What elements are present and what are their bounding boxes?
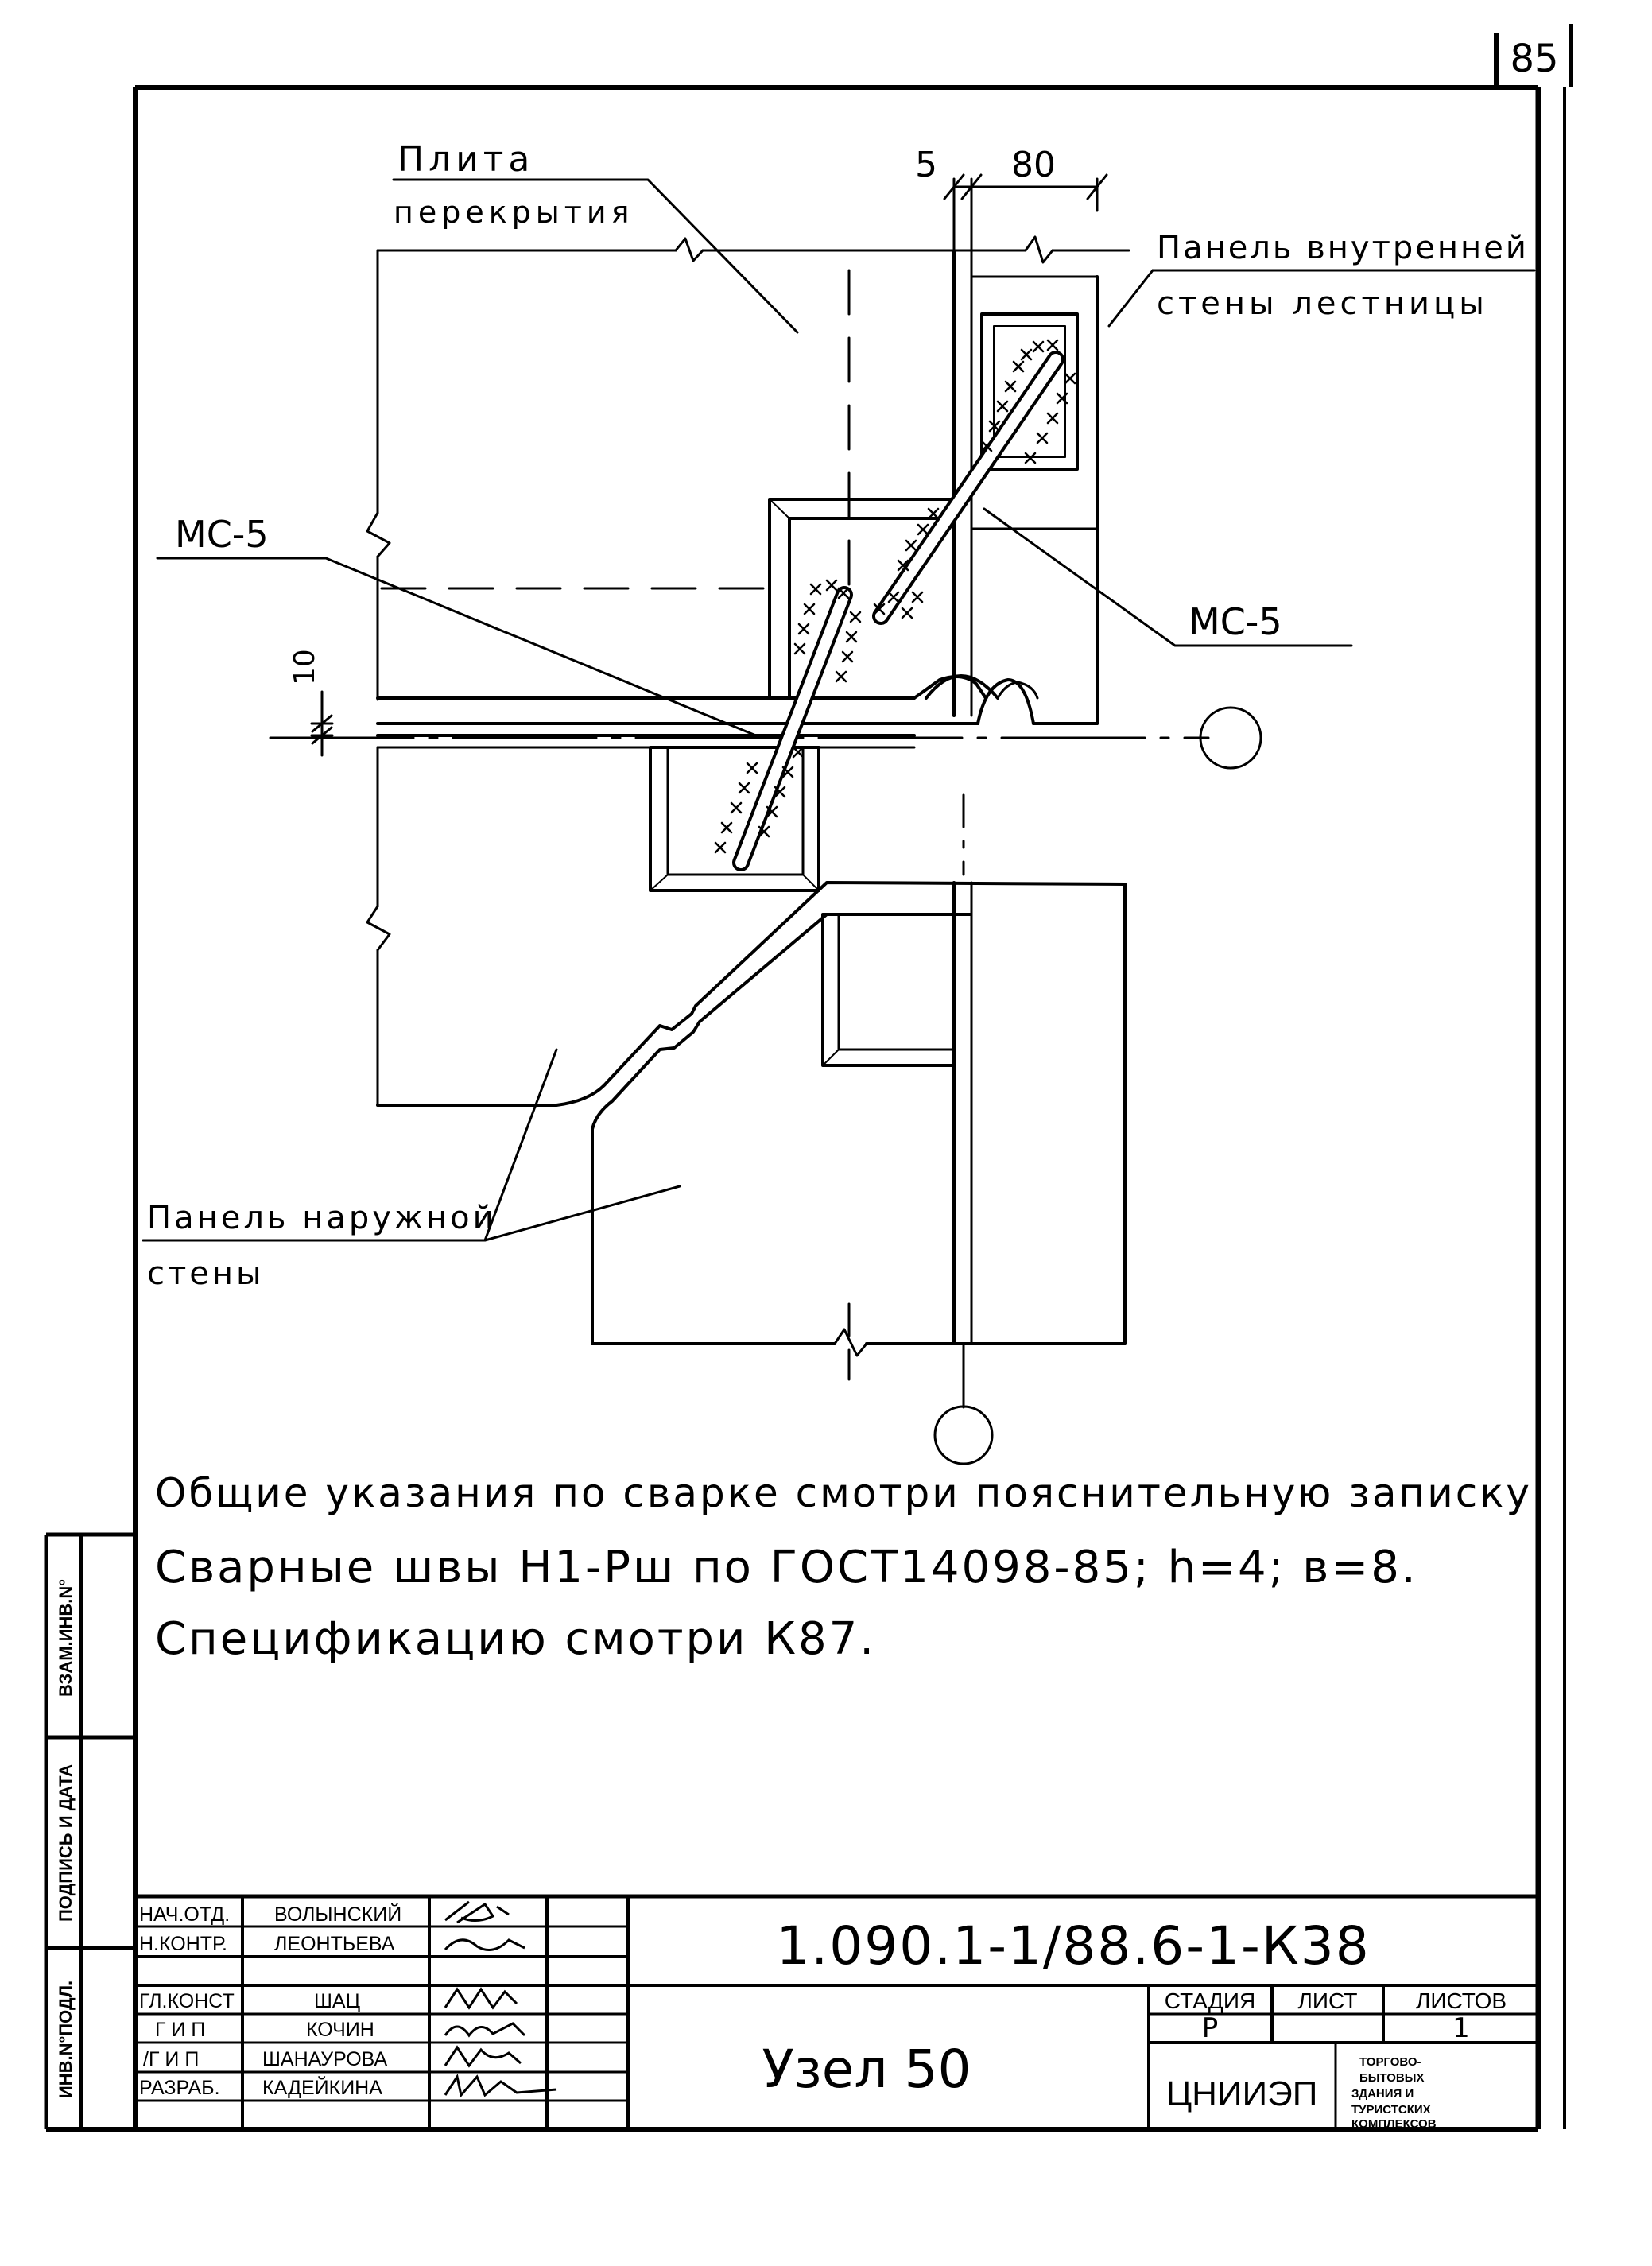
break-mark [1024, 235, 1054, 264]
connector-ms5-lower [732, 586, 853, 871]
label-outer-panel-line2: стены [147, 1255, 265, 1292]
break-mark [366, 905, 391, 952]
label-slab-line2: перекрытия [394, 195, 634, 230]
leader-ms5-left [156, 557, 763, 739]
joint-drawing [142, 173, 1536, 1465]
leader-outer-panel-2 [483, 1185, 681, 1242]
staff-role: ГЛ.КОНСТ [139, 1990, 235, 2012]
side-stamp-replaced: ВЗАМ.ИНВ.N° [56, 1579, 76, 1697]
staff-role: РАЗРАБ. [139, 2077, 220, 2099]
side-stamp [44, 1532, 135, 2129]
label-ms5-left: МС-5 [175, 513, 269, 556]
dim-width: 80 [1011, 145, 1056, 185]
leader-inner-panel [1107, 269, 1154, 328]
document-code: 1.090.1-1/88.6-1-К38 [776, 1915, 1370, 1977]
staff-name: КОЧИН [306, 2019, 374, 2041]
staff-role: НАЧ.ОТД. [139, 1903, 230, 1926]
drawing-title: Узел 50 [762, 2039, 971, 2100]
staff-table: НАЧ.ОТД. ВОЛЫНСКИЙ Н.КОНТР. ЛЕОНТЬЕВА ГЛ… [139, 1902, 401, 2099]
staff-role: Н.КОНТР. [139, 1933, 227, 1955]
note-1: Общие указания по сварке смотри поясните… [155, 1470, 1547, 1516]
staff-name: ЛЕОНТЬЕВА [274, 1933, 395, 1955]
staff-role: Г И П [155, 2019, 205, 2041]
page-number: 85 [1510, 37, 1558, 81]
staff-role: /Г И П [143, 2048, 199, 2070]
label-inner-panel-line1: Панель внутренней [1157, 230, 1529, 266]
side-stamp-original: ИНВ.N°ПОДЛ. [56, 1981, 76, 2098]
break-mark [674, 237, 704, 262]
svg-text:ТОРГОВО-: ТОРГОВО- [1359, 2055, 1421, 2069]
leader-slab [392, 178, 799, 334]
sheets-header: ЛИСТОВ [1416, 1989, 1507, 2013]
label-inner-panel-line2: стены лестницы [1157, 285, 1488, 322]
label-slab-line1: Плита [397, 139, 534, 180]
staff-name: ШАЦ [314, 1990, 361, 2012]
svg-text:КОМПЛЕКСОВ: КОМПЛЕКСОВ [1351, 2117, 1437, 2131]
org-description: ТОРГОВО- БЫТОВЫХ ЗДАНИЯ И ТУРИСТСКИХ КОМ… [1351, 2055, 1437, 2131]
sheet-header: ЛИСТ [1298, 1989, 1358, 2013]
connector-ms5-upper [872, 351, 1064, 625]
title-block [135, 1894, 1538, 2129]
svg-text:БЫТОВЫХ: БЫТОВЫХ [1359, 2071, 1424, 2085]
dim-gap: 5 [915, 145, 937, 185]
dim-joint: 10 [289, 649, 321, 685]
break-mark [833, 1328, 868, 1357]
leader-ms5-right [983, 507, 1353, 647]
note-3: Спецификацию смотри К87. [155, 1613, 876, 1665]
staff-name: ВОЛЫНСКИЙ [274, 1902, 401, 1926]
weld-seams [714, 339, 1076, 854]
label-ms5-right: МС-5 [1189, 600, 1282, 643]
label-outer-panel-line1: Панель наружной [147, 1200, 497, 1236]
sheets-value: 1 [1452, 2012, 1470, 2044]
organization: ЦНИИЭП [1166, 2074, 1318, 2113]
svg-text:ЗДАНИЯ И: ЗДАНИЯ И [1351, 2087, 1414, 2101]
stage-header: СТАДИЯ [1165, 1989, 1255, 2013]
signatures [444, 1900, 557, 2098]
svg-text:ТУРИСТСКИХ: ТУРИСТСКИХ [1351, 2103, 1431, 2117]
stage-value: Р [1202, 2012, 1219, 2044]
note-2: Сварные швы Н1-Рш по ГОСТ14098-85; h=4; … [155, 1542, 1418, 1593]
side-stamp-signature: ПОДПИСЬ И ДАТА [56, 1764, 76, 1922]
break-mark [366, 511, 391, 558]
staff-name: КАДЕЙКИНА [262, 2075, 382, 2099]
staff-name: ШАНАУРОВА [262, 2048, 388, 2070]
